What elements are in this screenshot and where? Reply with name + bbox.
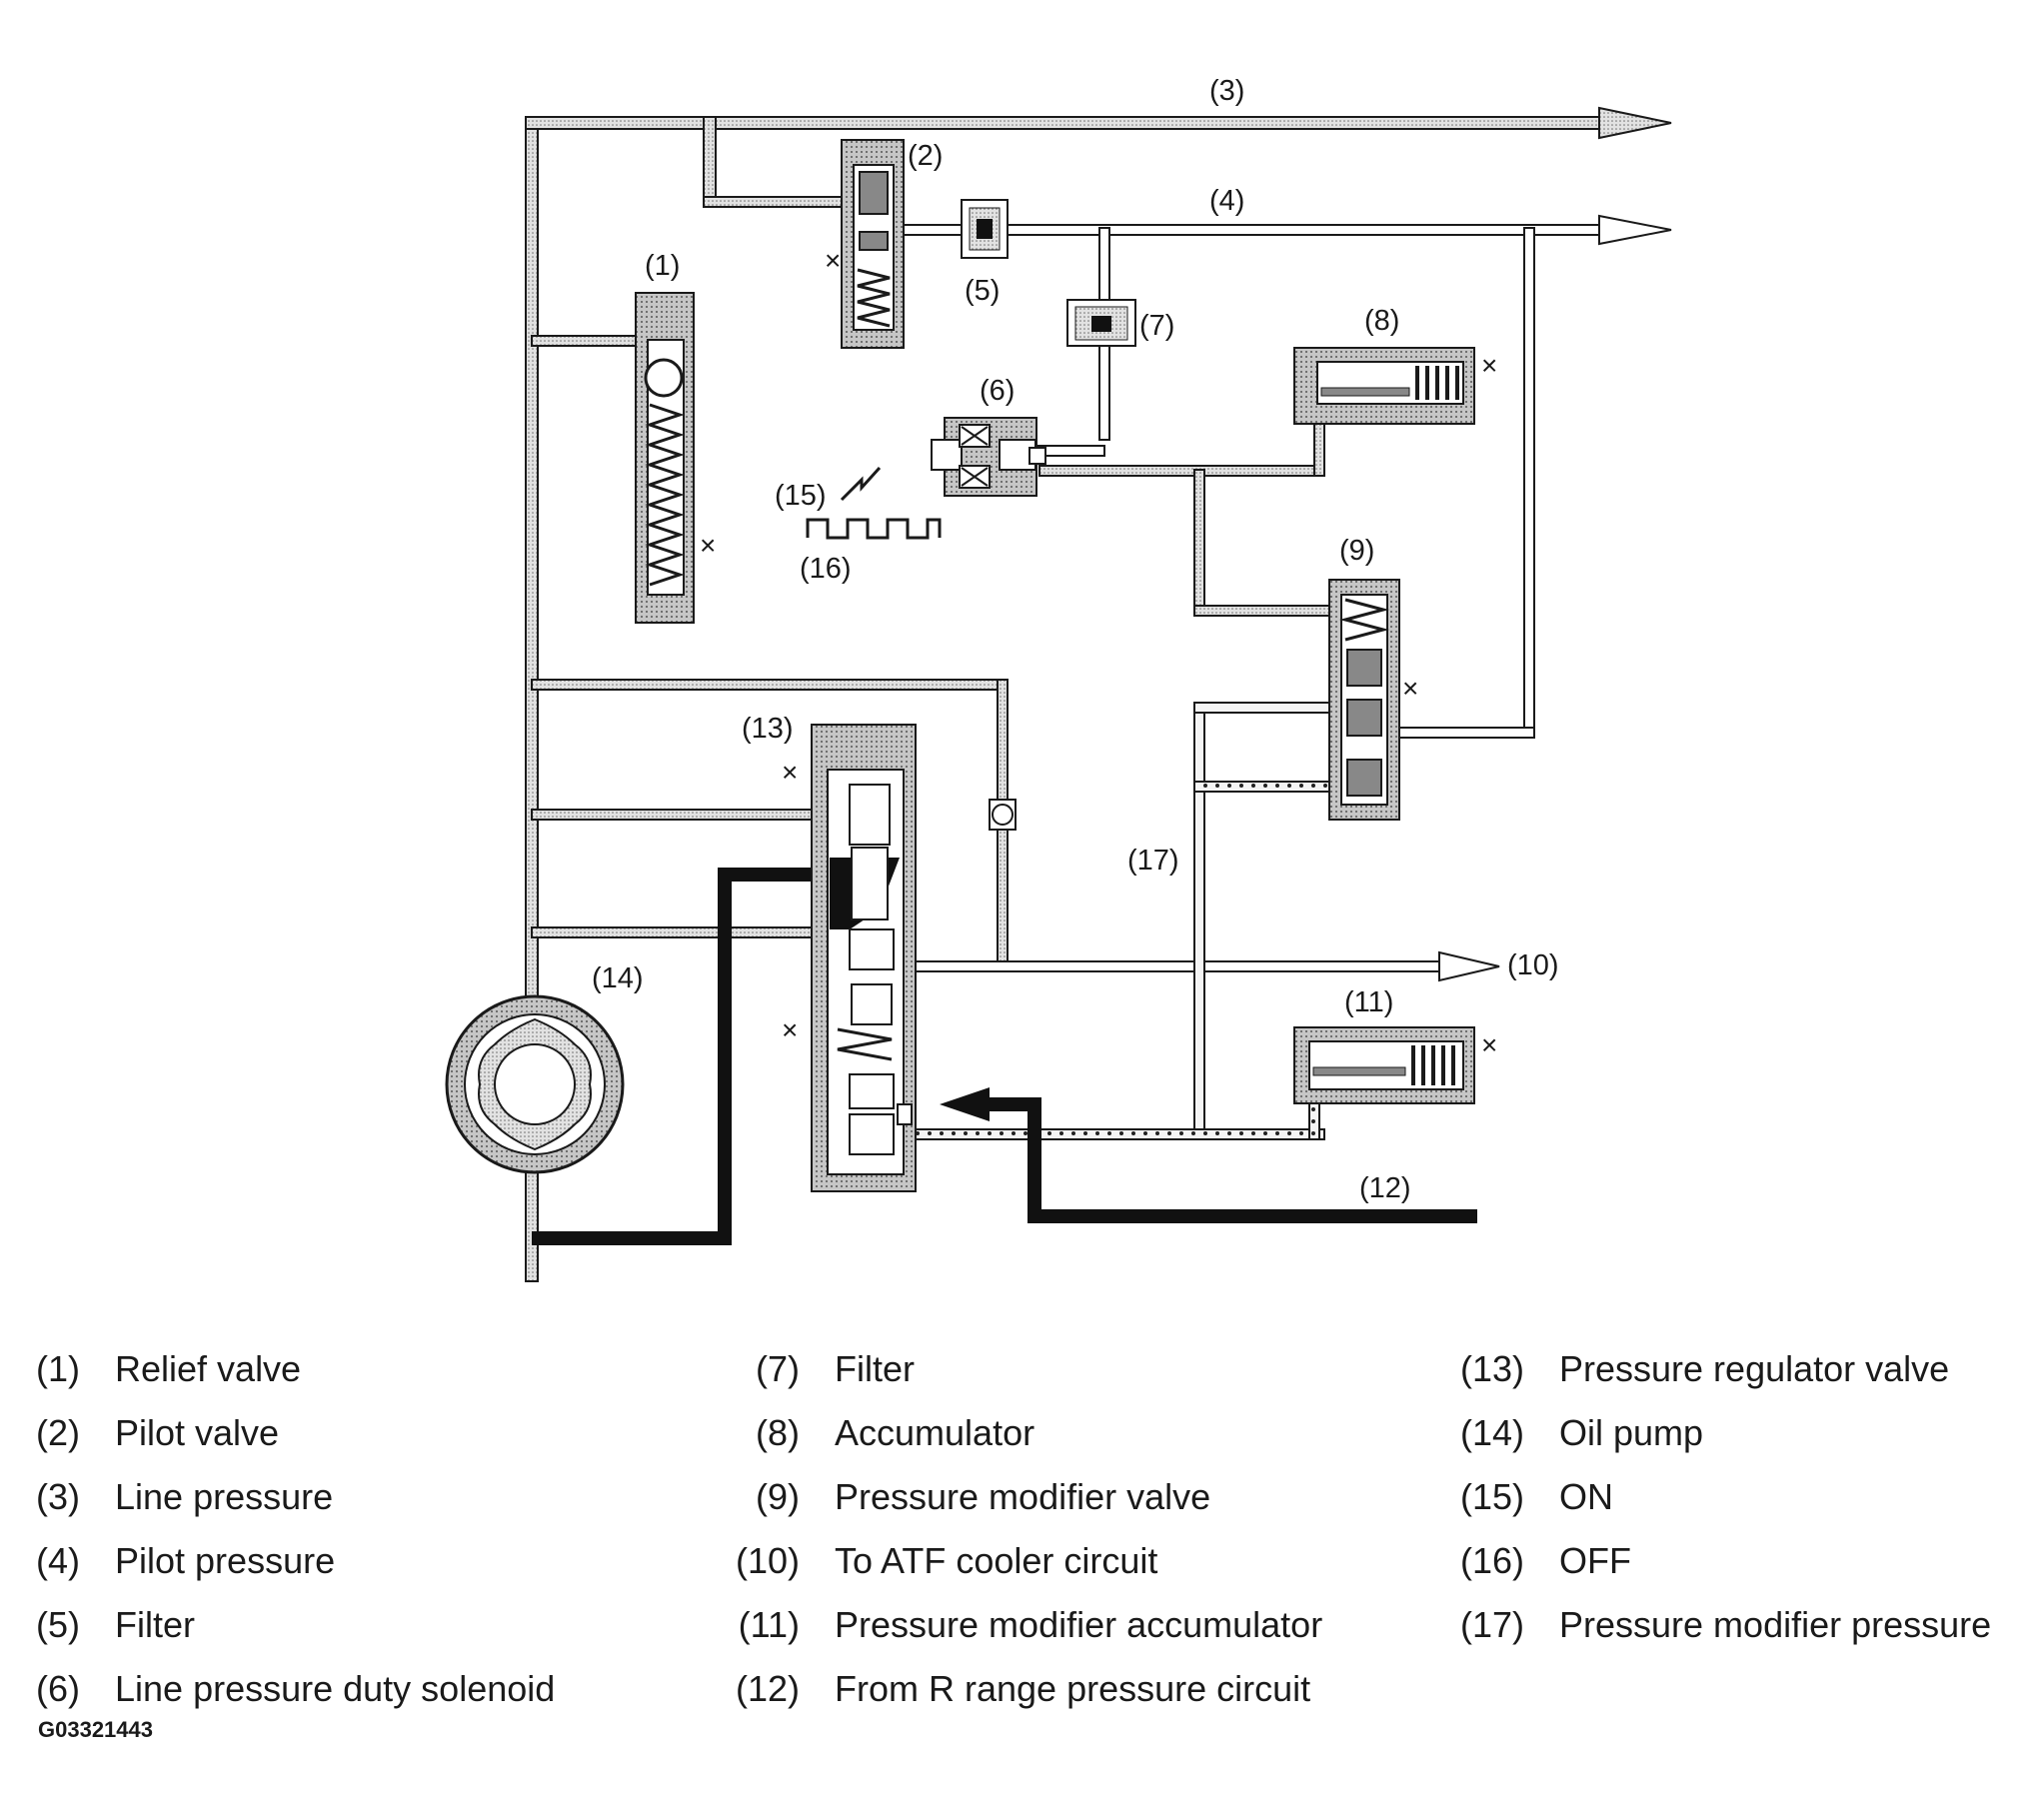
legend-number: (1) [36,1348,80,1389]
pressure-modifier-accumulator [1293,1026,1475,1104]
legend-number: (6) [36,1668,80,1709]
label-6: (6) [980,375,1015,407]
legend-number: (3) [36,1476,80,1517]
pressure-modifier-passages [904,702,1330,1140]
filter-7 [1066,299,1136,347]
legend-text: Oil pump [1559,1412,1704,1453]
label-15: (15) [775,480,827,512]
pressure-modifier-valve [1328,579,1400,821]
check-ball [989,799,1017,831]
legend-number: (14) [1459,1412,1524,1453]
label-11: (11) [1344,986,1393,1018]
legend-text: Pressure modifier valve [835,1476,1211,1517]
legend-text: Line pressure [115,1476,334,1517]
label-8: (8) [1364,305,1399,337]
figure-code: G03321443 [38,1717,153,1742]
drain-marks: × × × × × × × [700,245,1497,1060]
drain-x-pilot: × [825,245,841,276]
legend-number: (8) [756,1412,800,1453]
legend: (1) Relief valve (2) Pilot valve (3) Line p… [0,1329,2044,1759]
legend-number: (15) [1459,1476,1524,1517]
drain-x-mod-accumulator: × [1481,1029,1497,1060]
pilot-valve [841,139,905,349]
legend-number: (16) [1459,1540,1524,1581]
label-5: (5) [965,275,1000,307]
callout-labels: (3) (2) (4) (1) (5) (7) (8) (6) (15) (16… [592,75,1559,1204]
pressure-regulator-valve [811,724,917,1192]
legend-text: Pressure regulator valve [1559,1348,1950,1389]
accumulator [1293,347,1475,425]
legend-number: (9) [756,1476,800,1517]
legend-text: Accumulator [835,1412,1035,1453]
legend-text: To ATF cooler circuit [835,1540,1158,1581]
legend-number: (13) [1459,1348,1524,1389]
hydraulic-circuit-diagram: (3) (2) (4) (1) (5) (7) (8) (6) (15) (16… [445,75,1672,1282]
legend-text: Pressure modifier accumulator [835,1604,1323,1645]
label-4: (4) [1209,185,1244,217]
legend-number: (12) [735,1668,800,1709]
legend-text: Pilot valve [115,1412,280,1453]
legend-text: Filter [835,1348,915,1389]
drain-x-accumulator: × [1481,350,1497,381]
legend-text: Relief valve [115,1348,302,1389]
solenoid-passages [1038,395,1355,617]
label-3: (3) [1209,75,1244,107]
legend-number: (11) [738,1604,800,1645]
label-2: (2) [908,140,943,172]
legend-text: Line pressure duty solenoid [115,1668,556,1709]
legend-number: (7) [756,1348,800,1389]
label-1: (1) [645,250,680,282]
label-7: (7) [1139,310,1174,342]
label-10: (10) [1507,949,1559,981]
label-9: (9) [1339,535,1374,567]
legend-text: Filter [115,1604,195,1645]
drain-x-regulator-top: × [782,757,798,788]
oil-pump [445,994,625,1174]
legend-text: Pilot pressure [115,1540,336,1581]
drain-x-modifier: × [1402,673,1418,704]
label-12: (12) [1359,1172,1411,1204]
drain-x-regulator-bottom: × [782,1014,798,1045]
legend-number: (2) [36,1412,80,1453]
legend-number: (4) [36,1540,80,1581]
legend-text: From R range pressure circuit [835,1668,1311,1709]
relief-valve [635,292,695,624]
signal-symbols [806,466,942,540]
legend-text: Pressure modifier pressure [1559,1604,1992,1645]
legend-number: (17) [1459,1604,1524,1645]
legend-number: (5) [36,1604,80,1645]
label-16: (16) [800,553,852,585]
legend-text: OFF [1559,1540,1631,1581]
line-pressure-duty-solenoid [931,417,1046,497]
pilot-pressure-passages [899,214,1672,982]
r-range-passages [532,868,1477,1245]
label-17: (17) [1127,845,1179,877]
filter-5 [961,199,1009,259]
legend-text: ON [1559,1476,1613,1517]
drain-x-relief: × [700,530,716,561]
legend-number: (10) [735,1540,800,1581]
label-14: (14) [592,962,644,994]
label-13: (13) [742,713,794,745]
